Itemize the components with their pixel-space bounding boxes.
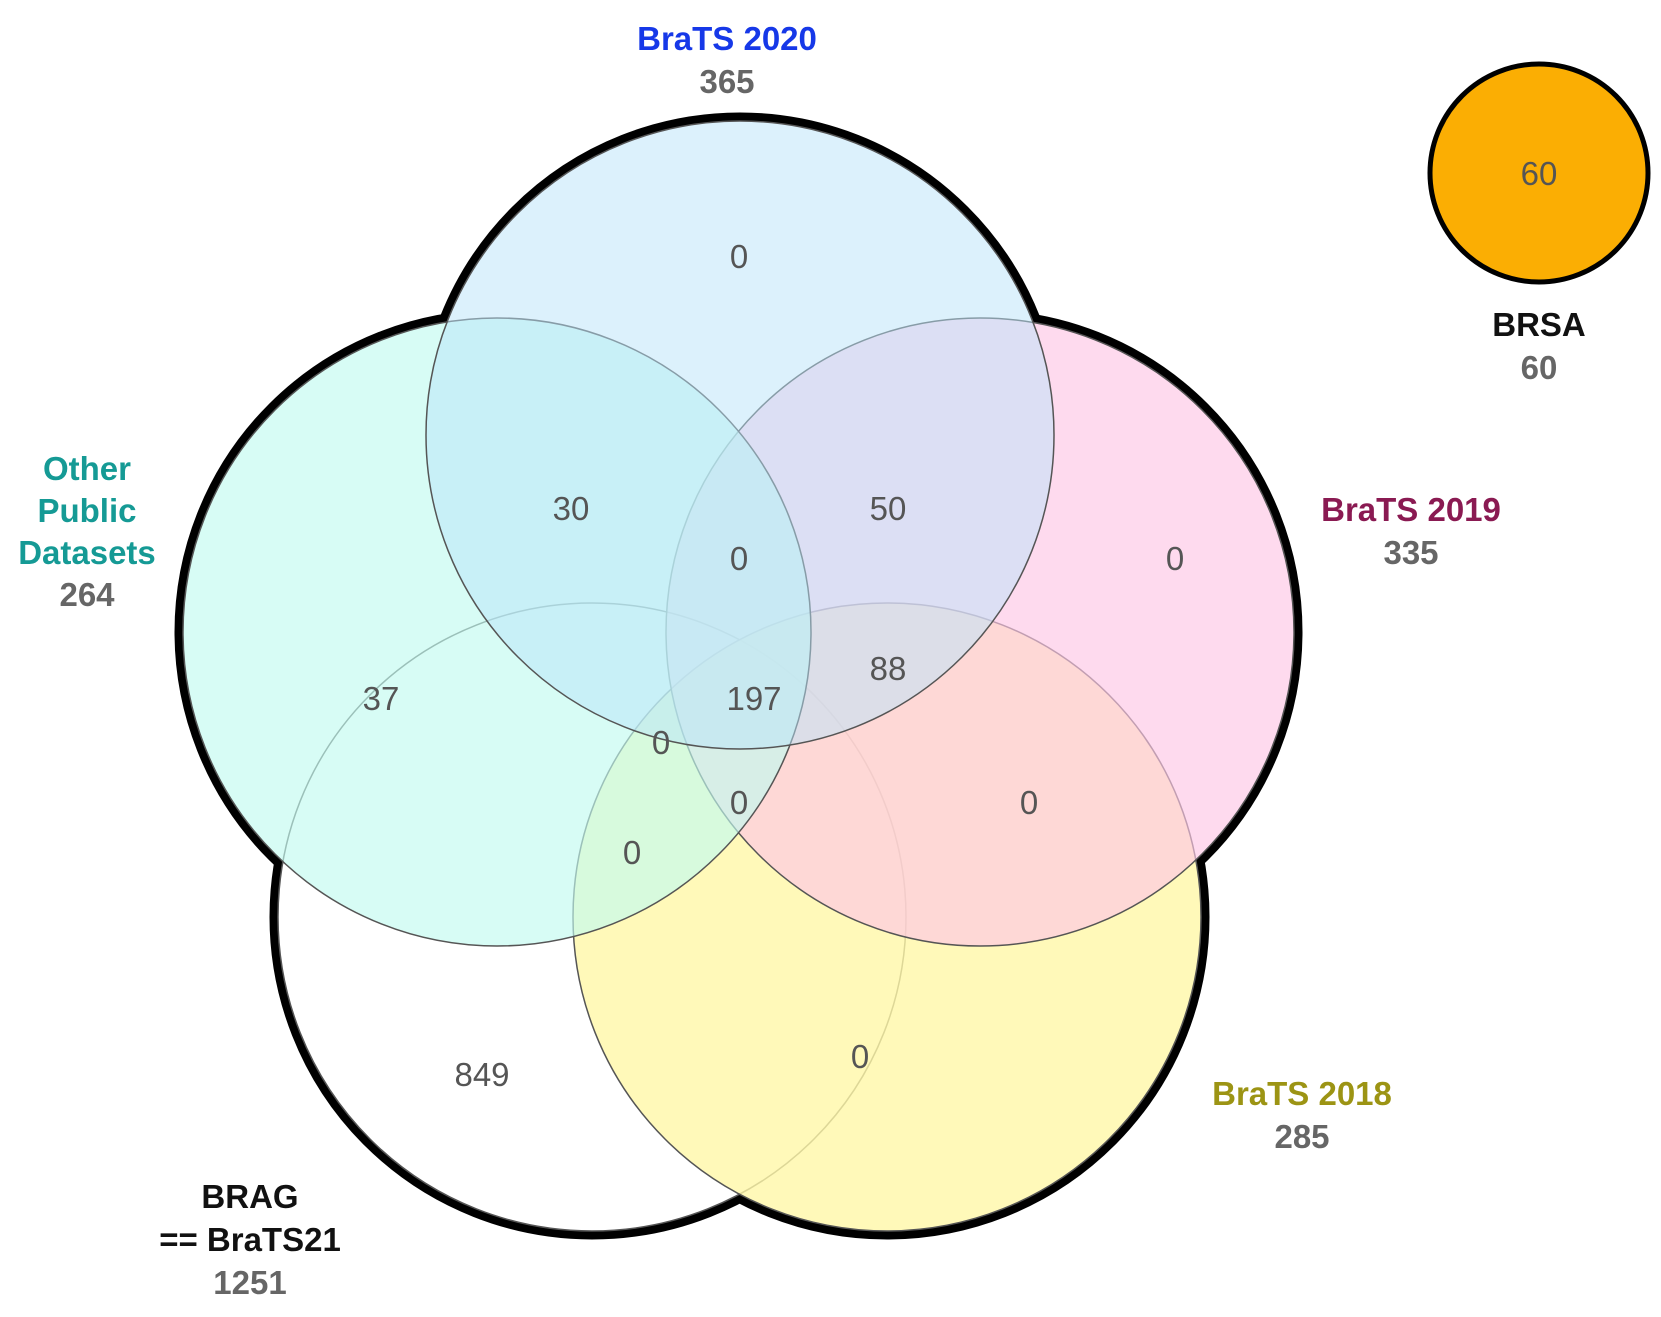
- region-count-lower-center: 0: [730, 784, 748, 821]
- set-label-other-line1: Other: [43, 450, 131, 487]
- set-circle-brats2020: [425, 120, 1055, 750]
- region-counts: 0 30 50 0 0 37 197 88 0 0 0 0 849 0: [363, 238, 1185, 1093]
- set-total-brats2018: 285: [1274, 1118, 1329, 1155]
- region-count-other-brats2018: 0: [623, 834, 641, 871]
- region-count-brats2019-brats2018: 0: [1020, 784, 1038, 821]
- set-total-brats2020: 365: [699, 63, 754, 100]
- set-label-brag-line1: BRAG: [201, 1178, 298, 1215]
- set-label-brats2019: BraTS 2019: [1321, 491, 1501, 528]
- set-total-other: 264: [59, 576, 115, 613]
- region-count-other-only: 37: [363, 680, 400, 717]
- set-total-brag: 1251: [213, 1264, 286, 1301]
- region-count-brats2019-only: 0: [1166, 540, 1184, 577]
- region-count-brats2018-only: 0: [851, 1038, 869, 1075]
- set-label-brats2020: BraTS 2020: [637, 20, 817, 57]
- region-count-brats2020-only: 0: [730, 238, 748, 275]
- region-count-brag-only: 849: [454, 1056, 509, 1093]
- set-label-brats2018: BraTS 2018: [1212, 1075, 1392, 1112]
- set-label-brsa: BRSA: [1492, 306, 1586, 343]
- set-labels: BraTS 2020 365 Other Public Datasets 264…: [18, 20, 1586, 1301]
- set-label-other-line2: Public: [37, 492, 136, 529]
- region-count-brats2019-brats2018-brats2020: 88: [870, 650, 907, 687]
- set-circle-brsa: [1427, 61, 1651, 285]
- region-count-brsa: 60: [1521, 155, 1558, 192]
- region-count-center-upper: 0: [730, 540, 748, 577]
- region-count-brats2020-other: 30: [553, 490, 590, 527]
- set-label-other-line3: Datasets: [18, 534, 156, 571]
- set-total-brats2019: 335: [1383, 534, 1438, 571]
- fill-layer: [182, 120, 1295, 1232]
- set-total-brsa: 60: [1521, 349, 1558, 386]
- region-count-other-inner: 0: [652, 724, 670, 761]
- set-label-brag-line2: == BraTS21: [159, 1221, 341, 1258]
- region-count-brats2020-brats2019: 50: [870, 490, 907, 527]
- region-count-core: 197: [726, 680, 781, 717]
